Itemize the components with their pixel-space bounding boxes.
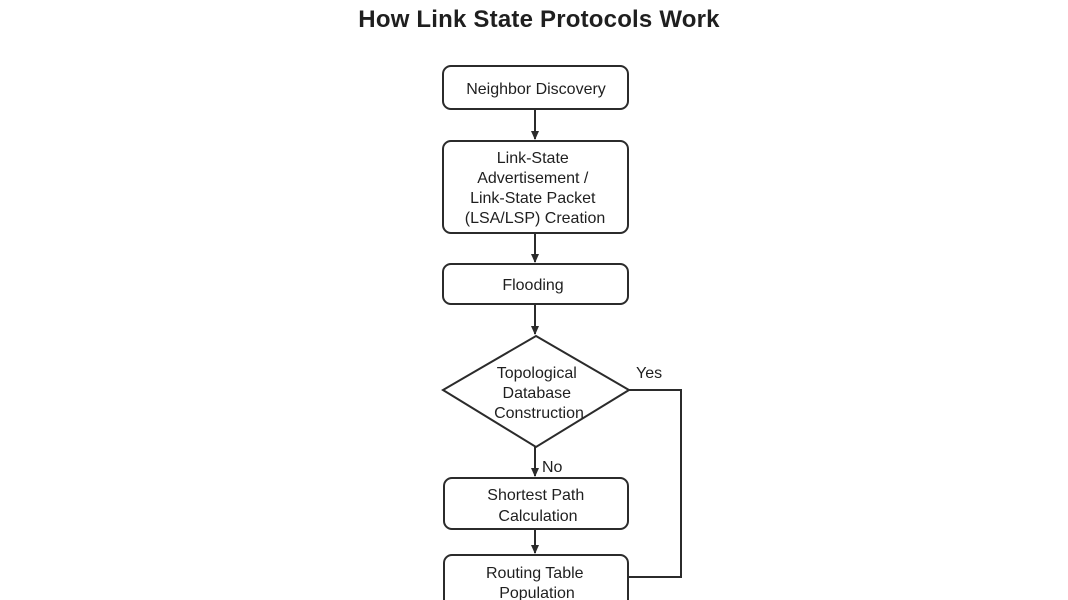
routing-table-label: Routing Table Population: [486, 565, 588, 600]
routing-table-node: Routing Table Population: [443, 554, 629, 600]
connector-yes-branch: [629, 389, 682, 578]
page-title: How Link State Protocols Work: [358, 6, 720, 33]
lsa-creation-node: Link-State Advertisement / Link-State Pa…: [442, 140, 629, 234]
shortest-path-node: Shortest Path Calculation: [443, 477, 629, 530]
topological-database-label: Topological Database Construction: [494, 365, 584, 422]
shortest-path-label: Shortest Path Calculation: [487, 487, 588, 525]
neighbor-discovery-node: Neighbor Discovery: [442, 65, 629, 110]
flooding-node: Flooding: [442, 263, 629, 305]
no-label: No: [542, 459, 563, 476]
neighbor-discovery-label: Neighbor Discovery: [466, 81, 606, 98]
lsa-creation-label: Link-State Advertisement / Link-State Pa…: [465, 150, 606, 227]
flooding-label: Flooding: [502, 277, 563, 294]
topological-database-decision: Topological Database Construction: [441, 334, 631, 449]
yes-label: Yes: [636, 365, 662, 382]
